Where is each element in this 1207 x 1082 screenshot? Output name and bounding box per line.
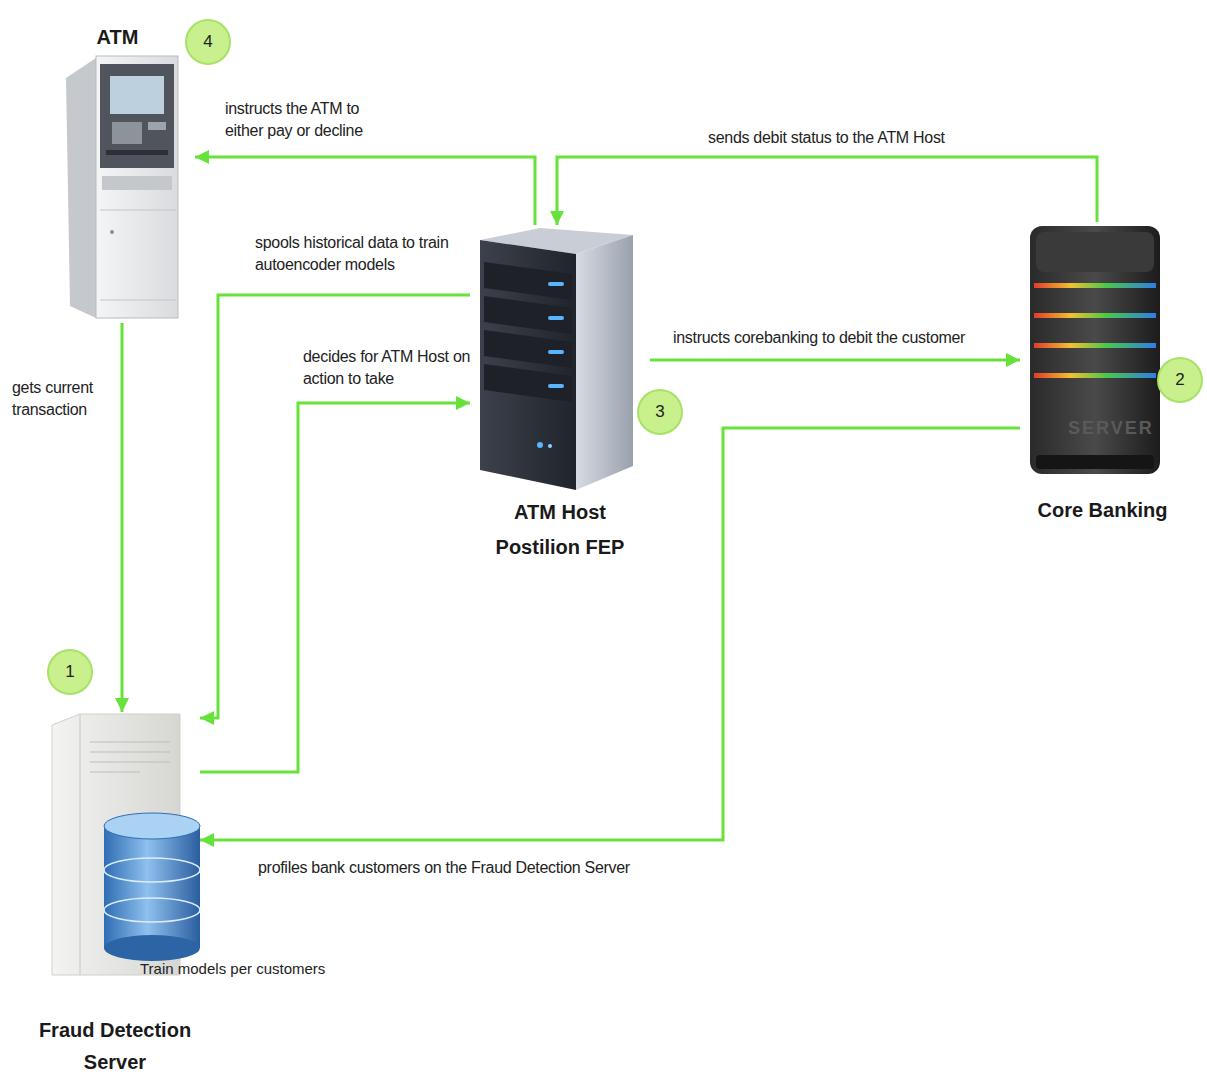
- node-title: Core Banking: [1020, 495, 1185, 525]
- callout-number: 4: [185, 19, 231, 65]
- flow-arrow: [557, 157, 1097, 225]
- node-title: ATM: [55, 22, 180, 52]
- atm-node: ATM: [55, 18, 195, 323]
- fraud-server-illustration: [52, 714, 200, 975]
- edge-label: spools historical data to train autoenco…: [255, 232, 455, 276]
- core-server-illustration: [1030, 226, 1160, 474]
- flow-arrow: [650, 359, 1020, 362]
- callout-number: 2: [1157, 357, 1203, 403]
- caption-text: Train models per customers: [140, 960, 325, 977]
- host-node: ATM Host Postilion FEP: [470, 225, 650, 570]
- fraud-node: Fraud Detection Server: [30, 712, 200, 1080]
- edge-label: sends debit status to the ATM Host: [708, 127, 945, 149]
- callout-number: 3: [637, 389, 683, 435]
- host-server-illustration: [480, 228, 633, 490]
- atm-illustration: [66, 56, 178, 318]
- node-title: Fraud Detection Server: [30, 1014, 200, 1078]
- flow-arrow: [200, 428, 1020, 840]
- flow-arrow: [195, 157, 535, 225]
- edge-label: gets current transaction: [12, 377, 112, 421]
- flow-arrow: [121, 323, 124, 712]
- flow-arrow: [200, 403, 470, 772]
- edge-label: profiles bank customers on the Fraud Det…: [258, 857, 630, 879]
- edge-label: instructs corebanking to debit the custo…: [673, 327, 965, 349]
- callout-number: 1: [47, 649, 93, 695]
- server-brand-text: SERVER: [1068, 418, 1154, 439]
- edge-label: decides for ATM Host on action to take: [303, 346, 473, 390]
- node-title: ATM Host Postilion FEP: [485, 495, 635, 565]
- edge-label: instructs the ATM to either pay or decli…: [225, 98, 400, 142]
